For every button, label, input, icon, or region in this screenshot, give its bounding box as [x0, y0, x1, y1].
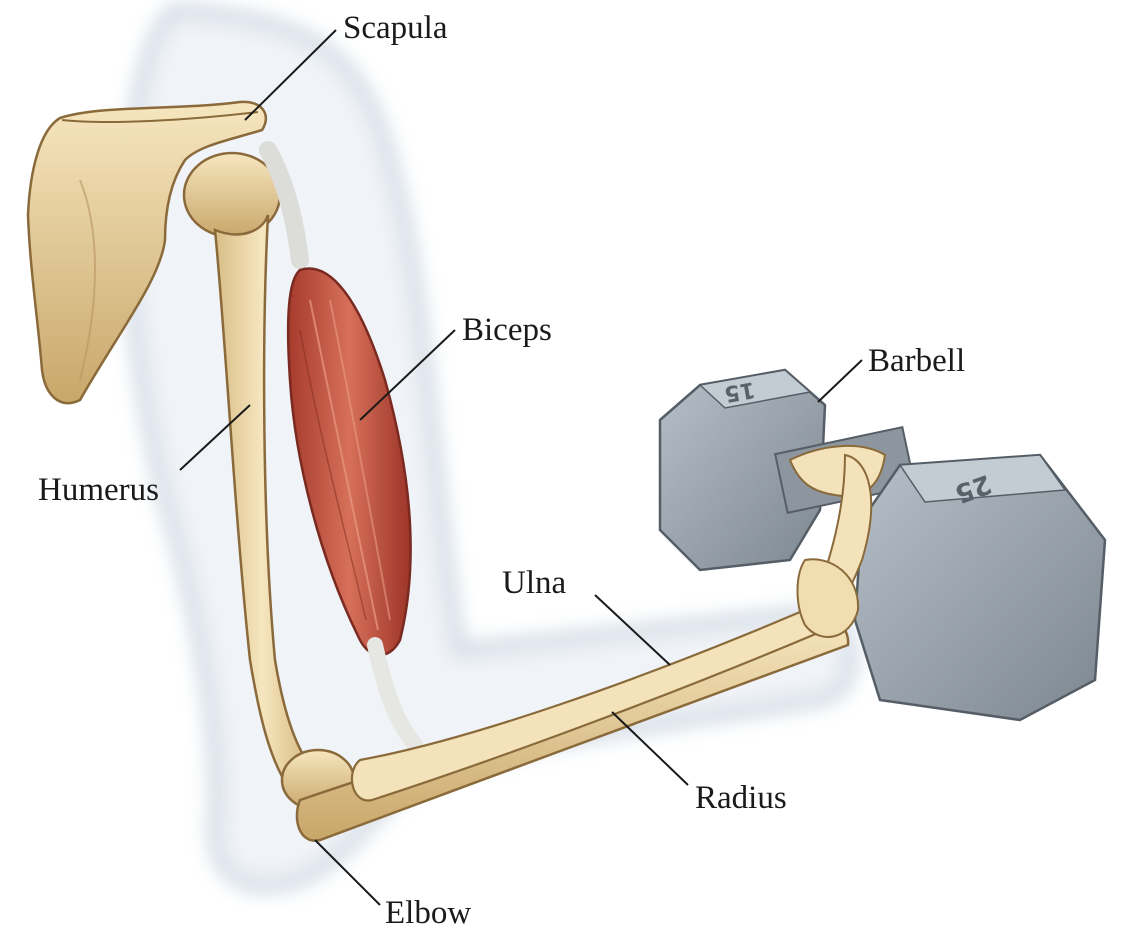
label-humerus: Humerus — [38, 474, 159, 507]
dumbbell-weight-top: 15 — [722, 376, 757, 406]
label-scapula: Scapula — [343, 12, 447, 45]
label-barbell: Barbell — [868, 345, 965, 378]
label-radius: Radius — [695, 782, 787, 815]
label-ulna: Ulna — [502, 567, 566, 600]
label-elbow: Elbow — [385, 897, 471, 930]
barbell-leader — [818, 360, 862, 402]
label-biceps: Biceps — [462, 314, 552, 347]
